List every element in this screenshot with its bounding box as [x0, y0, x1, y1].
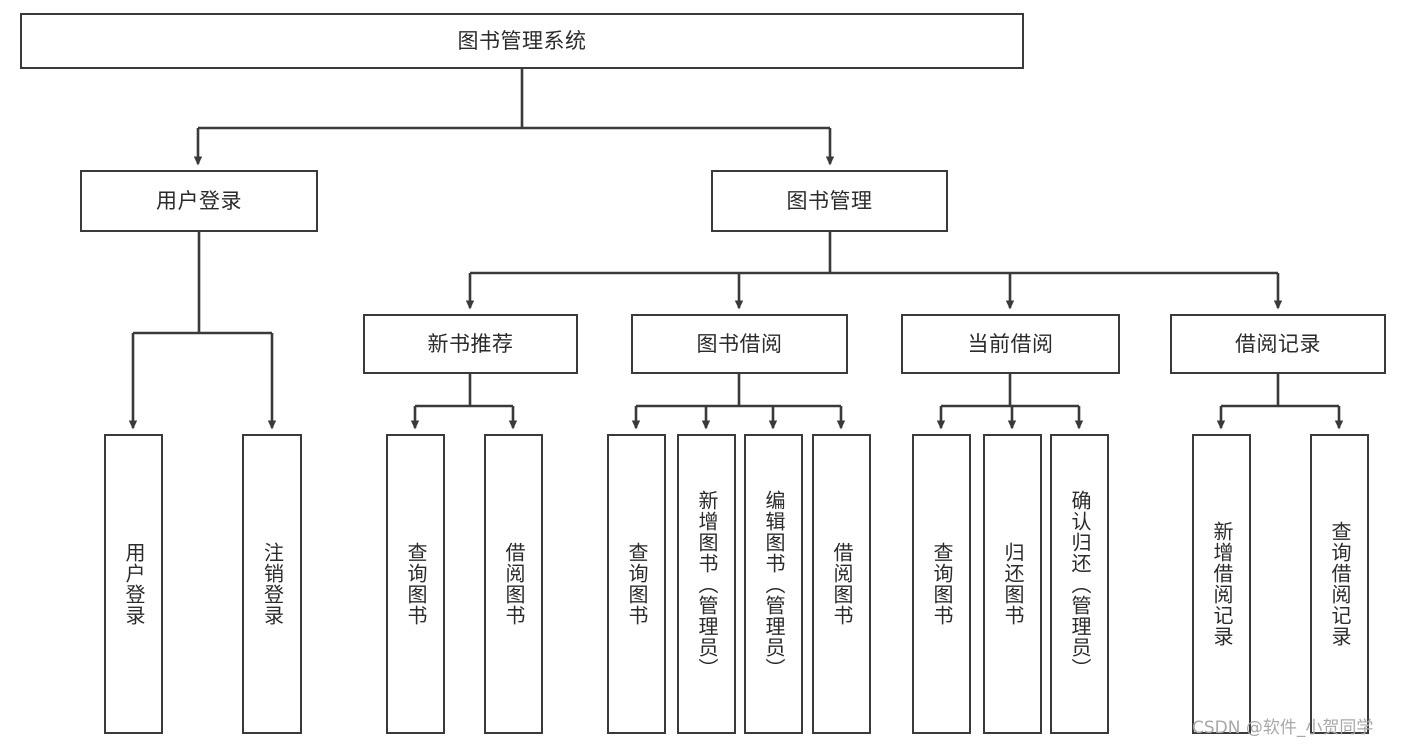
node-leaf-return-book[interactable]: 归还图书: [983, 434, 1042, 734]
node-leaf-borrow-book-rec-label: 借阅图书: [502, 542, 526, 626]
node-current-borrowing-label: 当前借阅: [967, 331, 1054, 356]
node-user-login[interactable]: 用户登录: [80, 170, 318, 232]
node-leaf-borrow-book-rec[interactable]: 借阅图书: [484, 434, 543, 734]
node-leaf-confirm-return-admin-label: 确认归还（管理员）: [1068, 489, 1092, 679]
node-leaf-query-book-current-label: 查询图书: [930, 542, 954, 626]
node-leaf-add-book-admin[interactable]: 新增图书（管理员）: [677, 434, 736, 734]
node-leaf-return-book-label: 归还图书: [1001, 542, 1025, 626]
node-root[interactable]: 图书管理系统: [20, 13, 1024, 69]
node-leaf-query-book-borrow-label: 查询图书: [625, 542, 649, 626]
node-current-borrowing[interactable]: 当前借阅: [901, 314, 1120, 374]
node-leaf-query-book-borrow[interactable]: 查询图书: [607, 434, 666, 734]
node-leaf-query-borrow-record-label: 查询借阅记录: [1328, 521, 1352, 647]
node-leaf-query-borrow-record[interactable]: 查询借阅记录: [1310, 434, 1369, 734]
node-leaf-add-borrow-record-label: 新增借阅记录: [1210, 521, 1234, 647]
node-leaf-query-book-rec-label: 查询图书: [404, 542, 428, 626]
node-leaf-user-login-label: 用户登录: [122, 542, 146, 626]
node-leaf-query-book-rec[interactable]: 查询图书: [386, 434, 445, 734]
node-book-borrowing[interactable]: 图书借阅: [631, 314, 848, 374]
node-leaf-logout-label: 注销登录: [260, 542, 285, 626]
node-new-book-recommendation[interactable]: 新书推荐: [363, 314, 578, 374]
node-leaf-add-borrow-record[interactable]: 新增借阅记录: [1192, 434, 1251, 734]
node-leaf-user-login[interactable]: 用户登录: [104, 434, 163, 734]
node-leaf-query-book-current[interactable]: 查询图书: [912, 434, 971, 734]
node-leaf-confirm-return-admin[interactable]: 确认归还（管理员）: [1050, 434, 1109, 734]
node-borrowing-record[interactable]: 借阅记录: [1170, 314, 1386, 374]
node-borrowing-record-label: 借阅记录: [1235, 331, 1321, 356]
node-root-label: 图书管理系统: [457, 28, 587, 53]
node-user-login-label: 用户登录: [156, 188, 242, 213]
node-leaf-add-book-admin-label: 新增图书（管理员）: [695, 489, 719, 679]
node-leaf-edit-book-admin-label: 编辑图书（管理员）: [762, 489, 786, 679]
node-leaf-borrow-book[interactable]: 借阅图书: [812, 434, 871, 734]
node-leaf-logout[interactable]: 注销登录: [242, 434, 302, 734]
node-new-book-recommendation-label: 新书推荐: [427, 331, 514, 356]
node-book-management-label: 图书管理: [786, 188, 873, 213]
node-book-management[interactable]: 图书管理: [711, 170, 948, 232]
node-leaf-borrow-book-label: 借阅图书: [830, 542, 854, 626]
node-leaf-edit-book-admin[interactable]: 编辑图书（管理员）: [744, 434, 803, 734]
node-book-borrowing-label: 图书借阅: [696, 331, 783, 356]
